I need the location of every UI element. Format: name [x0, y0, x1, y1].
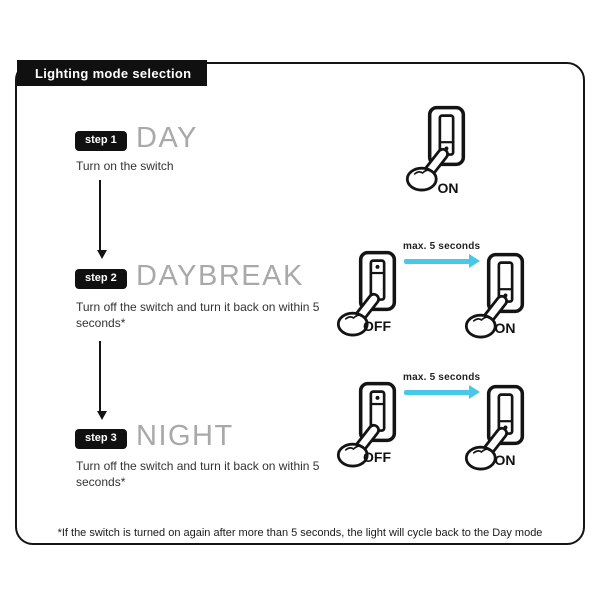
page-title: Lighting mode selection	[35, 65, 192, 81]
right-arrow-icon	[404, 254, 480, 268]
step2-off-label: OFF	[363, 318, 391, 334]
down-arrow-icon	[96, 341, 107, 420]
step3-on-label: ON	[494, 452, 516, 468]
step3-duration-label: max. 5 seconds	[403, 372, 481, 383]
title-box: Lighting mode selection	[17, 60, 208, 86]
down-arrow-icon	[96, 180, 107, 259]
step2-duration-label: max. 5 seconds	[403, 241, 481, 252]
step3-description: Turn off the switch and turn it back on …	[76, 459, 320, 490]
step1-description: Turn on the switch	[76, 159, 174, 173]
step2-badge: step 2	[75, 269, 127, 290]
step2-on-label: ON	[494, 320, 516, 336]
step3-badge: step 3	[75, 429, 127, 450]
step1-on-label: ON	[437, 180, 459, 196]
step1-title: DAY	[136, 122, 198, 154]
step3-title: NIGHT	[136, 420, 234, 452]
step2-title: DAYBREAK	[136, 260, 304, 292]
step1-badge: step 1	[75, 131, 127, 152]
step3-off-label: OFF	[363, 449, 391, 465]
step2-description: Turn off the switch and turn it back on …	[76, 300, 320, 331]
right-arrow-icon	[404, 385, 480, 399]
footnote: *If the switch is turned on again after …	[57, 527, 543, 539]
